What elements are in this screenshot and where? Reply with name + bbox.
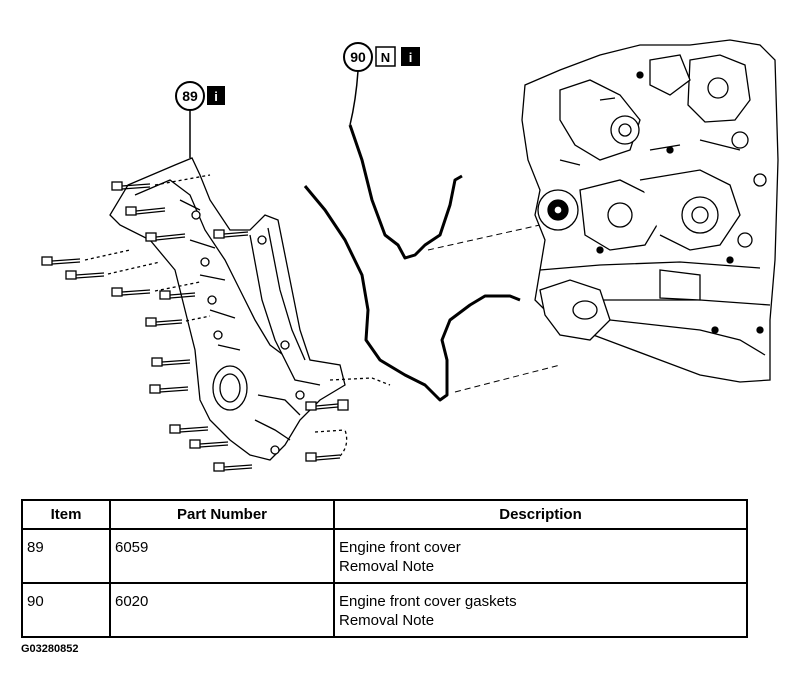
bolt	[145, 232, 186, 242]
bolt	[125, 206, 166, 216]
bolt	[169, 424, 209, 434]
cell-part-number: 6020	[109, 582, 335, 638]
alignment-leaders	[427, 224, 561, 393]
header-description: Description	[333, 499, 748, 530]
callout-89: 89 i	[175, 81, 225, 158]
cell-item: 90	[21, 582, 111, 638]
description-text: Engine front cover gaskets	[339, 593, 517, 610]
callout-90-number: 90	[350, 49, 366, 65]
header-item: Item	[21, 499, 111, 530]
bolt	[111, 281, 201, 297]
cell-item: 89	[21, 528, 111, 584]
bolt	[189, 439, 229, 449]
header-part-number: Part Number	[109, 499, 335, 530]
description-text: Engine front cover	[339, 539, 461, 556]
callout-89-number: 89	[182, 88, 198, 104]
removal-note-link[interactable]: Removal Note	[339, 612, 435, 629]
info-icon: i	[214, 89, 218, 104]
new-part-icon: N	[381, 50, 390, 65]
cell-description: Engine front cover gaskets Removal Note	[333, 582, 748, 638]
parts-table: Item Part Number Description 89 6059 Eng…	[21, 499, 748, 638]
front-cover-gaskets	[303, 124, 521, 402]
bolt	[305, 429, 348, 462]
figure-id: G03280852	[21, 643, 79, 655]
cell-part-number: 6059	[109, 528, 335, 584]
bolt	[213, 229, 249, 239]
engine-front-cover	[109, 157, 346, 461]
info-icon: i	[409, 50, 413, 65]
removal-note-link[interactable]: Removal Note	[339, 558, 435, 575]
bolt	[305, 399, 349, 411]
bolt	[111, 174, 211, 191]
table-row: 89 6059 Engine front cover Removal Note	[21, 528, 748, 584]
bolt	[149, 384, 189, 394]
table-header-row: Item Part Number Description	[21, 499, 748, 530]
cover-bolts	[41, 174, 391, 472]
bolt	[213, 462, 253, 472]
engine-block	[521, 39, 779, 383]
bolt	[159, 290, 196, 300]
table-row: 90 6020 Engine front cover gaskets Remov…	[21, 582, 748, 638]
bolt	[145, 315, 211, 327]
cell-description: Engine front cover Removal Note	[333, 528, 748, 584]
bolt	[41, 249, 131, 266]
engine-front-cover-diagram: 89 i 90 N i	[41, 39, 779, 472]
bolt	[65, 261, 161, 280]
callout-90: 90 N i	[343, 42, 420, 126]
bolt	[151, 357, 191, 367]
